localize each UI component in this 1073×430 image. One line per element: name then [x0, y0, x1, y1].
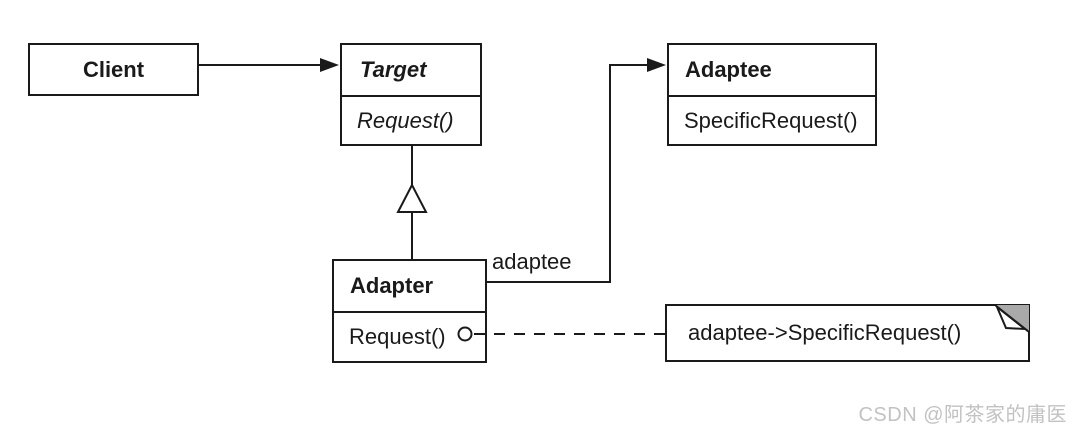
class-name-client: Client	[82, 56, 145, 82]
implementation-note-text: adaptee->SpecificRequest()	[688, 320, 962, 345]
association-role-label: adaptee	[492, 249, 572, 274]
class-name-target: Target	[360, 57, 427, 82]
generalization-triangle-icon	[396, 182, 428, 213]
class-box-adaptee: Adaptee SpecificRequest()	[667, 43, 877, 146]
adapter-adaptee-arrowhead-icon	[647, 58, 666, 72]
client-target-arrowhead-icon	[320, 58, 339, 72]
implementation-note: adaptee->SpecificRequest()	[665, 304, 1030, 362]
class-box-adapter: Adapter Request()	[332, 259, 487, 363]
class-box-client: Client	[28, 43, 199, 96]
watermark-text: CSDN @阿茶家的庸医	[858, 404, 1067, 426]
class-method-adaptee: SpecificRequest()	[669, 95, 875, 144]
class-box-target: Target Request()	[340, 43, 482, 146]
class-name-adaptee: Adaptee	[685, 57, 772, 82]
class-method-adapter: Request()	[334, 311, 485, 361]
class-name-adapter: Adapter	[350, 273, 434, 298]
class-method-target: Request()	[342, 95, 480, 144]
